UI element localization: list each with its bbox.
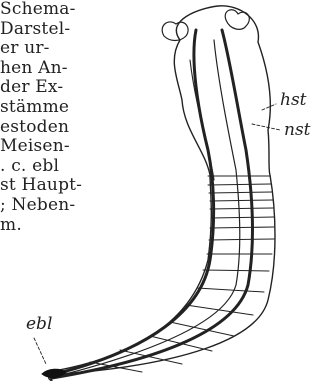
main-vessel-right (52, 30, 252, 378)
leader-ebl (34, 338, 46, 364)
label-ebl: ebl (26, 314, 52, 334)
main-vessel-left (55, 30, 214, 374)
sucker-left (162, 22, 188, 41)
leader-nst (252, 124, 280, 130)
sucker-right (225, 10, 249, 30)
leader-hst (262, 104, 276, 110)
body-outline (48, 6, 275, 381)
label-nst: nst (284, 120, 311, 140)
label-hst: hst (280, 90, 307, 110)
